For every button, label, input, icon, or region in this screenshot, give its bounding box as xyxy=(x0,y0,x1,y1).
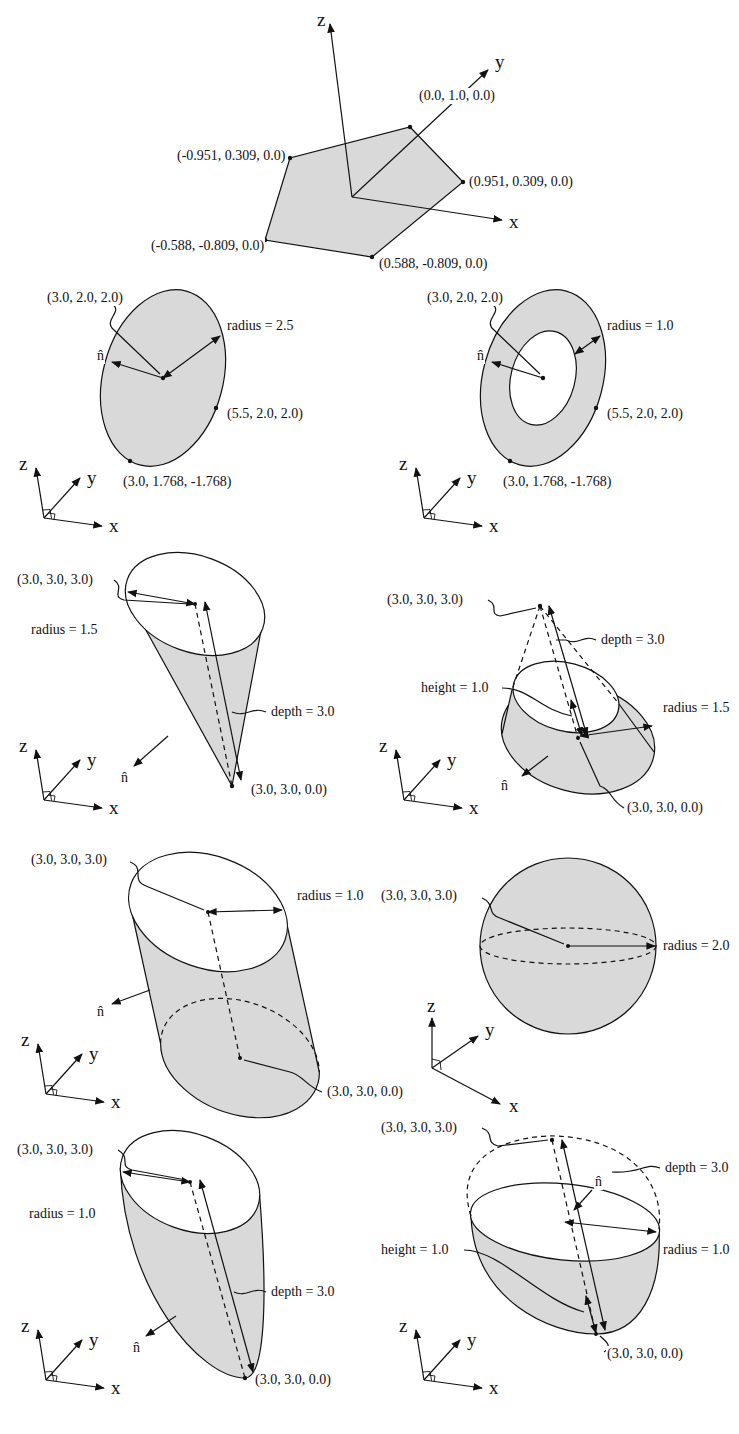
dimension-label: radius = 1.5 xyxy=(662,700,731,716)
axis-label: z xyxy=(426,996,436,1016)
dimension-label: (3.0, 3.0, 0.0) xyxy=(250,782,328,798)
axis-label: z xyxy=(316,10,326,30)
dimension-label: (3.0, 3.0, 0.0) xyxy=(626,800,704,816)
dimension-label: (3.0, 3.0, 3.0) xyxy=(380,1120,458,1136)
dimension-label: depth = 3.0 xyxy=(270,704,336,720)
axis-label: y xyxy=(86,468,98,488)
dimension-label: (3.0, 2.0, 2.0) xyxy=(46,290,124,306)
axis-label: z xyxy=(18,736,28,756)
cylinder-figure xyxy=(38,831,336,1138)
dimension-label: n̂ xyxy=(132,1340,141,1356)
dimension-label: n̂ xyxy=(594,1174,603,1190)
axis-label: y xyxy=(484,1020,496,1040)
dimension-label: (3.0, 3.0, 3.0) xyxy=(16,572,94,588)
dimension-label: (3.0, 3.0, 0.0) xyxy=(326,1084,404,1100)
dimension-label: (0.0, 1.0, 0.0) xyxy=(418,88,496,104)
axis-label: y xyxy=(88,1330,100,1350)
dimension-label: (5.5, 2.0, 2.0) xyxy=(606,406,684,422)
dimension-label: (3.0, 3.0, 3.0) xyxy=(386,592,464,608)
dimension-label: height = 1.0 xyxy=(380,1242,449,1258)
dimension-label: (0.951, 0.309, 0.0) xyxy=(468,174,574,190)
dimension-label: (3.0, 3.0, 3.0) xyxy=(16,1142,94,1158)
dimension-label: (-0.951, 0.309, 0.0) xyxy=(176,148,287,164)
axis-label: y xyxy=(494,52,506,72)
axis-label: y xyxy=(86,750,98,770)
dimension-label: (0.588, -0.809, 0.0) xyxy=(378,256,489,272)
annulus-figure xyxy=(416,276,624,526)
dimension-label: (3.0, 3.0, 0.0) xyxy=(606,1346,684,1362)
sphere-figure xyxy=(432,858,656,1104)
axis-label: x xyxy=(508,212,520,232)
dimension-label: (-0.588, -0.809, 0.0) xyxy=(150,238,265,254)
dimension-label: n̂ xyxy=(476,348,485,364)
dimension-label: radius = 1.5 xyxy=(30,622,99,638)
dimension-label: height = 1.0 xyxy=(420,680,489,696)
dimension-label: radius = 1.0 xyxy=(28,1206,97,1222)
axis-label: z xyxy=(378,736,388,756)
dimension-label: radius = 1.0 xyxy=(606,318,675,334)
dimension-label: (5.5, 2.0, 2.0) xyxy=(226,406,304,422)
axis-label: y xyxy=(446,750,458,770)
dimension-label: (3.0, 1.768, -1.768) xyxy=(122,474,233,490)
dimension-label: (3.0, 1.768, -1.768) xyxy=(502,474,613,490)
disk-figure xyxy=(36,276,244,526)
axis-label: x xyxy=(110,1378,122,1398)
axis-label: y xyxy=(466,468,478,488)
axis-label: z xyxy=(398,1316,408,1336)
dimension-label: (3.0, 2.0, 2.0) xyxy=(426,290,504,306)
axis-label: y xyxy=(466,1330,478,1350)
axis-label: x xyxy=(108,798,120,818)
axis-label: y xyxy=(88,1044,100,1064)
dimension-label: radius = 2.0 xyxy=(662,938,731,954)
axis-label: z xyxy=(20,1030,30,1050)
axis-label: x xyxy=(108,516,120,536)
dimension-label: radius = 1.0 xyxy=(662,1242,731,1258)
dimension-label: n̂ xyxy=(96,348,105,364)
dimension-label: n̂ xyxy=(500,778,509,794)
axis-label: x xyxy=(110,1092,122,1112)
axis-label: x xyxy=(508,1096,520,1116)
axis-label: z xyxy=(20,1316,30,1336)
dimension-label: depth = 3.0 xyxy=(664,1160,730,1176)
dimension-label: (3.0, 3.0, 0.0) xyxy=(254,1372,332,1388)
dimension-label: n̂ xyxy=(96,1004,105,1020)
axis-label: z xyxy=(18,454,28,474)
axis-label: x xyxy=(488,516,500,536)
dimension-label: radius = 2.5 xyxy=(226,318,295,334)
axis-label: x xyxy=(488,1378,500,1398)
dimension-label: n̂ xyxy=(120,770,129,786)
dimension-label: radius = 1.0 xyxy=(296,888,365,904)
truncated-cone-figure xyxy=(396,600,667,810)
dimension-label: (3.0, 3.0, 3.0) xyxy=(30,852,108,868)
dimension-label: (3.0, 3.0, 3.0) xyxy=(380,888,458,904)
dimension-label: depth = 3.0 xyxy=(270,1284,336,1300)
polygon-figure xyxy=(263,24,502,259)
axis-label: x xyxy=(468,798,480,818)
dimension-label: depth = 3.0 xyxy=(600,632,666,648)
axis-label: z xyxy=(398,454,408,474)
